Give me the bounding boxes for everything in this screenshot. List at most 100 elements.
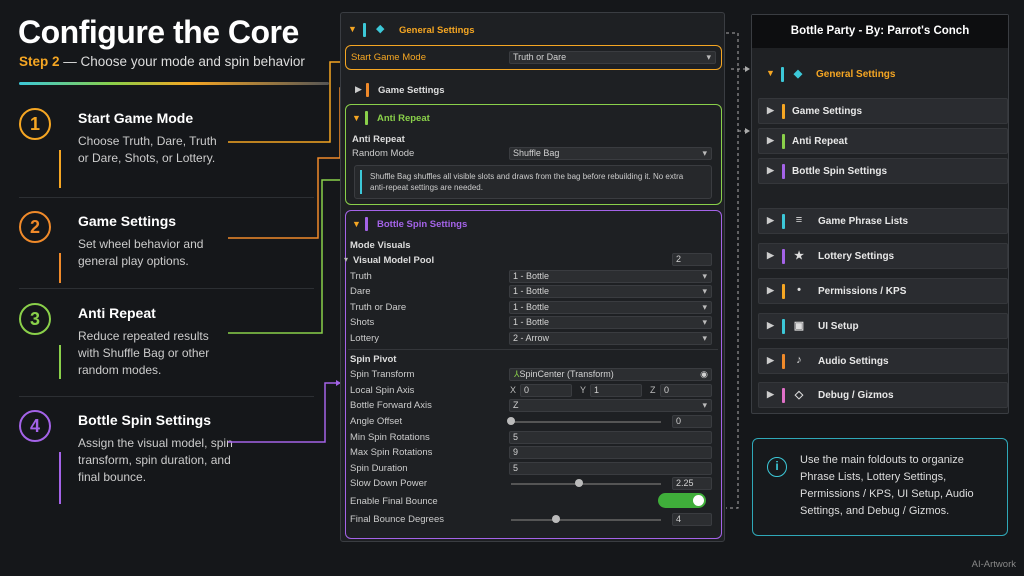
section-heading: Spin Pivot — [350, 354, 397, 365]
foldout-item[interactable]: ▼◆General Settings — [758, 62, 1008, 88]
foldout-item[interactable]: ▶Anti Repeat — [758, 128, 1008, 154]
foldout-item[interactable]: ▶≡Game Phrase Lists — [758, 208, 1008, 234]
slow-down-field[interactable]: 2.25 — [672, 477, 712, 490]
min-rotations-field[interactable]: 5 — [509, 431, 712, 444]
step-title: Anti Repeat — [78, 305, 156, 321]
divider — [19, 396, 314, 397]
collapse-arrow-icon[interactable]: ▶ — [767, 355, 774, 365]
forward-axis-dropdown[interactable]: Z — [509, 399, 712, 412]
foldout-label: Audio Settings — [818, 356, 889, 367]
general-settings-foldout[interactable]: ▼ ◆ General Settings — [341, 21, 724, 39]
diamond-icon: ◆ — [376, 23, 385, 35]
step-title: Game Settings — [78, 213, 177, 229]
diamond-outline-icon: ◇ — [794, 389, 804, 401]
expand-arrow-icon[interactable]: ▼ — [348, 24, 357, 34]
expand-arrow-icon[interactable]: ▼ — [766, 68, 775, 78]
angle-field[interactable]: 0 — [672, 415, 712, 428]
pool-count-field[interactable]: 2 — [672, 253, 712, 266]
target-icon[interactable]: ◉ — [700, 369, 708, 379]
anti-repeat-section: ▼ Anti Repeat Anti Repeat Random Mode Sh… — [345, 104, 722, 205]
bounce-degrees-field[interactable]: 4 — [672, 513, 712, 526]
spin-transform-field[interactable]: ⅄SpinCenter (Transform)◉ — [509, 368, 712, 381]
axis-z-value: 0 — [664, 385, 670, 395]
watermark: AI-Artwork — [971, 559, 1016, 570]
collapse-arrow-icon[interactable]: ▶ — [767, 250, 774, 260]
pool-label: Visual Model Pool — [353, 255, 435, 266]
list-icon: ≡ — [795, 214, 803, 226]
collapse-arrow-icon[interactable]: ▶ — [767, 165, 774, 175]
accent-bar — [782, 354, 785, 369]
section-heading: Mode Visuals — [350, 240, 411, 251]
spin-duration-label: Spin Duration — [350, 463, 408, 474]
angle-value: 0 — [676, 416, 682, 426]
angle-slider-track[interactable] — [511, 421, 661, 423]
step-2: 2 Game Settings Set wheel behavior and g… — [19, 211, 314, 283]
collapse-arrow-icon[interactable]: ▶ — [767, 285, 774, 295]
mode-label: Truth or Dare — [350, 302, 407, 313]
bounce-slider-track[interactable] — [511, 519, 661, 521]
mode-value: 2 - Arrow — [513, 333, 550, 343]
bounce-degrees-value: 4 — [676, 514, 682, 524]
angle-slider-knob[interactable] — [507, 417, 515, 425]
foldout-item[interactable]: ▶ ♪ Audio Settings — [758, 348, 1008, 374]
local-axis-label: Local Spin Axis — [350, 385, 415, 396]
collapse-arrow-icon[interactable]: ▶ — [767, 389, 774, 399]
bounce-slider-knob[interactable] — [552, 515, 560, 523]
foldout-item[interactable]: ▶▣UI Setup — [758, 313, 1008, 339]
spin-duration-value: 5 — [513, 463, 519, 473]
axis-z-field[interactable]: 0 — [660, 384, 712, 397]
slow-slider-track[interactable] — [511, 483, 661, 485]
final-bounce-toggle[interactable] — [658, 493, 706, 508]
accent-bar — [366, 83, 369, 97]
collapse-arrow-icon[interactable]: ▶ — [767, 135, 774, 145]
collapse-arrow-icon[interactable]: ▶ — [767, 215, 774, 225]
axis-x-value: 0 — [524, 385, 530, 395]
divider — [19, 197, 314, 198]
game-settings-foldout[interactable]: ▶ Game Settings — [341, 79, 724, 101]
mode-dropdown[interactable]: 1 - Bottle — [509, 316, 712, 329]
slow-down-label: Slow Down Power — [350, 478, 428, 489]
accent-bar — [781, 67, 784, 82]
expand-arrow-icon[interactable]: ▼ — [352, 113, 361, 123]
axis-x-field[interactable]: 0 — [520, 384, 572, 397]
foldout-item[interactable]: ▶Game Settings — [758, 98, 1008, 124]
mode-dropdown[interactable]: 1 - Bottle — [509, 285, 712, 298]
mode-value: 1 - Bottle — [513, 302, 550, 312]
random-mode-dropdown[interactable]: Shuffle Bag — [509, 147, 712, 160]
step-desc: Reduce repeated results with Shuffle Bag… — [78, 329, 210, 377]
foldout-label: Bottle Spin Settings — [792, 166, 887, 177]
music-note-icon: ♪ — [796, 354, 802, 366]
foldout-item[interactable]: ▶★Lottery Settings — [758, 243, 1008, 269]
collapse-arrow-icon[interactable]: ▶ — [767, 105, 774, 115]
gradient-divider — [19, 82, 329, 85]
help-text: Shuffle Bag shuffles all visible slots a… — [370, 172, 684, 192]
pool-count: 2 — [676, 254, 682, 264]
collapse-arrow-icon[interactable]: ▶ — [767, 320, 774, 330]
axis-y-field[interactable]: 1 — [590, 384, 642, 397]
step-3: 3 Anti Repeat Reduce repeated results wi… — [19, 303, 314, 383]
start-mode-dropdown[interactable]: Truth or Dare — [509, 51, 716, 64]
step-line — [59, 345, 61, 379]
step-title: Start Game Mode — [78, 110, 194, 126]
accent-bar — [365, 217, 368, 231]
foldout-item[interactable]: ▶•Permissions / KPS — [758, 278, 1008, 304]
expand-arrow-icon[interactable]: ▼ — [352, 219, 361, 229]
collapse-arrow-icon[interactable]: ▶ — [355, 84, 362, 94]
start-mode-highlight: Start Game Mode Truth or Dare — [345, 45, 722, 70]
mode-dropdown[interactable]: 2 - Arrow — [509, 332, 712, 345]
foldout-item[interactable]: ▶ Bottle Spin Settings — [758, 158, 1008, 184]
accent-bar — [782, 164, 785, 179]
axis-x-label: X — [510, 385, 517, 395]
slow-slider-knob[interactable] — [574, 479, 583, 487]
divider — [19, 288, 314, 289]
spin-duration-field[interactable]: 5 — [509, 462, 712, 475]
toggle-knob — [693, 495, 704, 506]
step-desc: Choose Truth, Dare, Truth or Dare, Shots… — [78, 134, 217, 165]
mode-label: Lottery — [350, 333, 380, 344]
mode-dropdown[interactable]: 1 - Bottle — [509, 301, 712, 314]
max-rotations-field[interactable]: 9 — [509, 446, 712, 459]
expand-arrow-icon[interactable]: ▾ — [344, 255, 349, 264]
foldout-item[interactable]: ▶◇Debug / Gizmos — [758, 382, 1008, 408]
mode-dropdown[interactable]: 1 - Bottle — [509, 270, 712, 283]
min-rotations-label: Min Spin Rotations — [350, 432, 430, 443]
